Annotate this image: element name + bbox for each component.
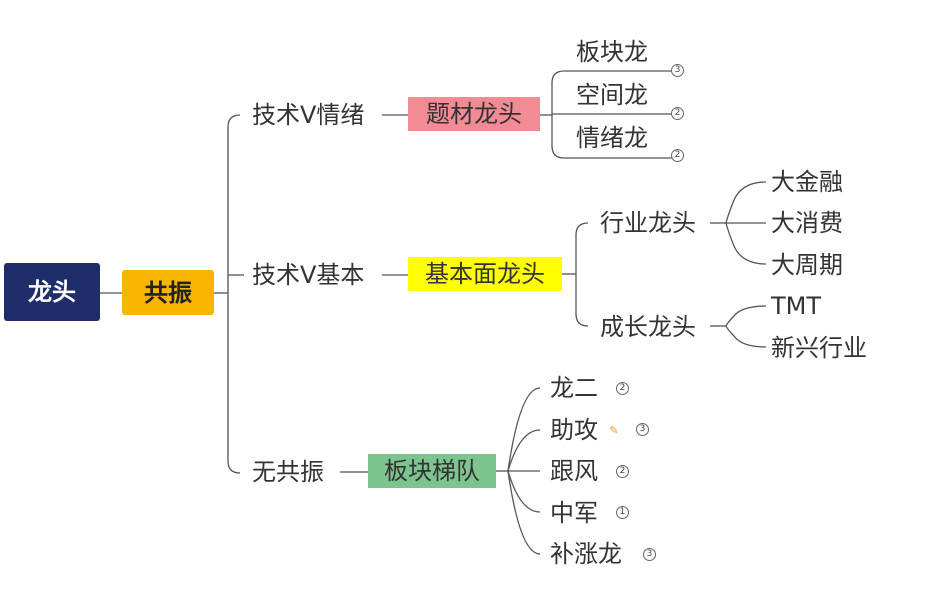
group-fundamental-leader-label: 基本面龙头 (425, 260, 545, 288)
branch-no-resonance[interactable]: 无共振 (252, 458, 324, 486)
root-node[interactable]: 龙头 (4, 263, 100, 321)
resonance-node[interactable]: 共振 (122, 270, 214, 315)
sub-growth-leader[interactable]: 成长龙头 (600, 313, 696, 341)
leaf-tmt[interactable]: TMT (771, 292, 822, 320)
resonance-label: 共振 (144, 278, 192, 307)
count-badge: 1 (616, 506, 629, 519)
leaf-catchup-dragon[interactable]: 补涨龙 (550, 540, 622, 568)
leaf-space-dragon[interactable]: 空间龙 (576, 81, 648, 109)
count-badge: 2 (671, 149, 684, 162)
count-badge: 3 (643, 548, 656, 561)
count-badge: 2 (671, 107, 684, 120)
group-theme-leader-label: 题材龙头 (426, 100, 522, 128)
sub-industry-leader[interactable]: 行业龙头 (600, 209, 696, 237)
root-label: 龙头 (28, 278, 76, 306)
group-fundamental-leader[interactable]: 基本面龙头 (408, 257, 562, 291)
leaf-second-dragon[interactable]: 龙二 (550, 374, 598, 402)
leaf-sentiment-dragon[interactable]: 情绪龙 (576, 124, 648, 152)
count-badge: 3 (671, 64, 684, 77)
branch-tech-sentiment[interactable]: 技术V情绪 (252, 101, 365, 129)
leaf-big-finance[interactable]: 大金融 (771, 168, 843, 196)
leaf-big-cycle[interactable]: 大周期 (771, 251, 843, 279)
leaf-core-army[interactable]: 中军 (550, 499, 598, 527)
leaf-emerging-industry[interactable]: 新兴行业 (771, 334, 867, 362)
count-badge: 3 (636, 423, 649, 436)
group-theme-leader[interactable]: 题材龙头 (408, 97, 540, 131)
note-icon[interactable]: ✎ (609, 424, 619, 437)
leaf-assist[interactable]: 助攻 (550, 416, 598, 444)
leaf-big-consumption[interactable]: 大消费 (771, 209, 843, 237)
group-sector-echelon-label: 板块梯队 (384, 457, 480, 485)
leaf-follower[interactable]: 跟风 (550, 457, 598, 485)
group-sector-echelon[interactable]: 板块梯队 (368, 454, 496, 488)
branch-tech-fundamental[interactable]: 技术V基本 (252, 261, 365, 289)
leaf-sector-dragon[interactable]: 板块龙 (576, 38, 648, 66)
count-badge: 2 (616, 382, 629, 395)
count-badge: 2 (616, 465, 629, 478)
